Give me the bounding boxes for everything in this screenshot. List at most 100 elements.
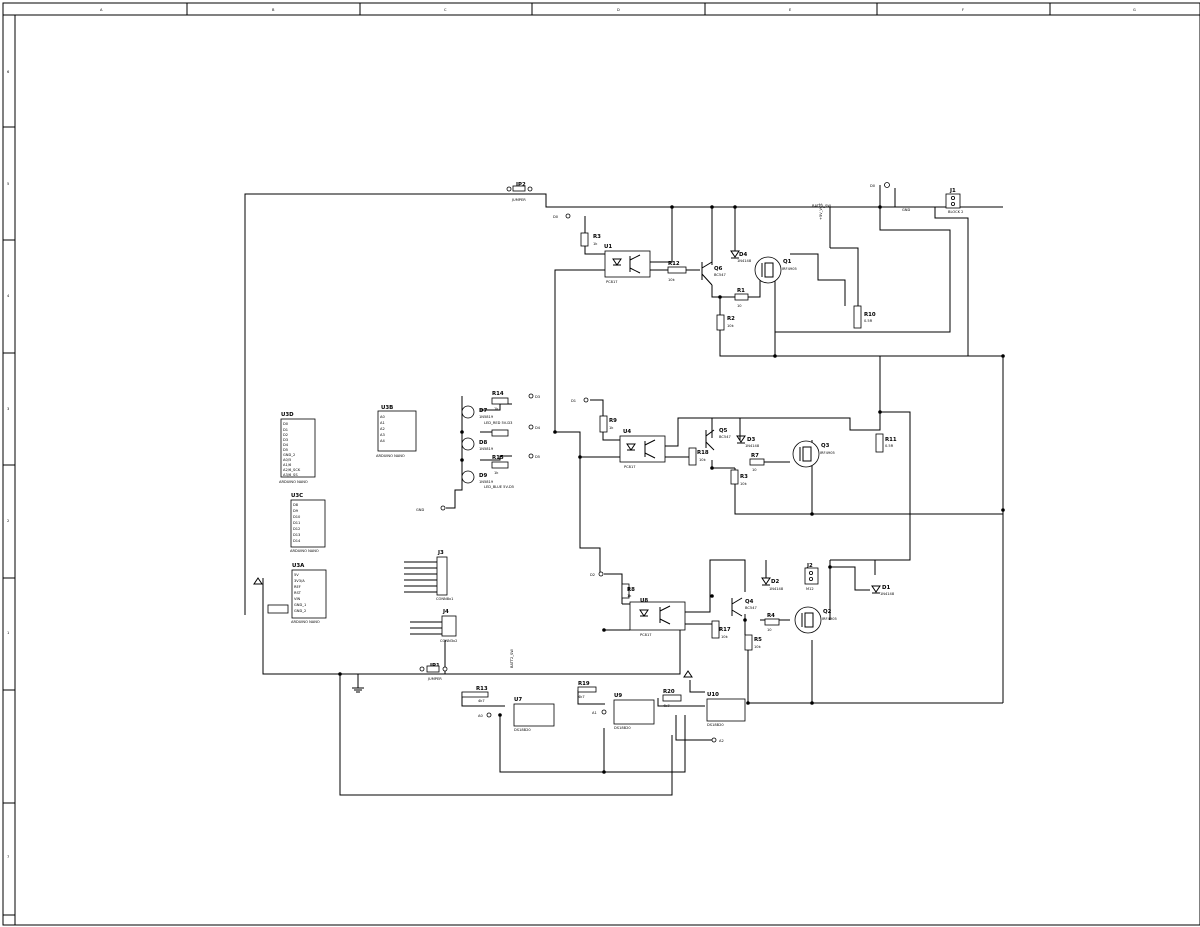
r20-value: 4k7 <box>663 704 670 708</box>
gnd-net-led: GND <box>416 508 424 512</box>
ch1-pull-val: 10k <box>727 324 735 328</box>
ch1-diode: D4 <box>739 252 747 258</box>
u3d-pin-4: D3 <box>283 438 288 442</box>
u3c-pin-7: D14 <box>293 539 301 543</box>
ch2-pull-val: 10k <box>740 482 748 486</box>
ch3-pull-res: R5 <box>754 637 762 643</box>
mcu-u3a: U3A ARDUINO NANO 5V 3V3/A REF RST VIN GN… <box>267 563 327 624</box>
u3b-pin-2: A1 <box>380 421 385 425</box>
ch1-gate-res: R1 <box>737 288 745 294</box>
mcu-u3b: U3B ARDUINO NANO A0 A1 A2 A3 A4 <box>376 405 417 458</box>
ch3-pull-val: 10k <box>754 645 762 649</box>
u3c-pin-3: D10 <box>293 515 301 519</box>
u3c-pin-1: D8 <box>293 503 299 507</box>
ch1-load-res: R10 <box>864 312 876 318</box>
ch2-mosfet: Q3 <box>821 443 830 449</box>
ch1-diode-val: 1N4148 <box>737 259 752 263</box>
ch3-gate-res: R4 <box>767 613 775 619</box>
u3d-ref: U3D <box>281 412 294 418</box>
frame-col-e: E <box>789 8 792 12</box>
ch3-opto-val: PC817 <box>640 633 652 637</box>
mcu-u3d: U3D ARDUINO NANO D0 D1 D2 D3 D4 D5 GND_2… <box>279 412 316 484</box>
j1-ref: J1 <box>949 188 956 194</box>
ch1-pull-res: R2 <box>727 316 735 322</box>
ch2-diode-val: 1N4148 <box>745 444 760 448</box>
frame-row-2: 5 <box>7 182 9 186</box>
u3a-pin-2: 3V3/A <box>294 579 305 583</box>
ch2-in-val: 1k <box>609 426 614 430</box>
r20-ref: R20 <box>663 689 675 695</box>
u3c-pin-2: D9 <box>293 509 299 513</box>
u3d-pin-9: A1/6 <box>283 463 292 467</box>
ch3-in-val: 1k <box>627 594 632 598</box>
gnd-net-top: GND <box>902 208 910 212</box>
r14-value: 1k <box>494 407 499 411</box>
u3b-ref: U3B <box>381 405 393 411</box>
frame-col-g: G <box>1133 8 1136 12</box>
frame-col-a: A <box>100 8 103 12</box>
frame-col-b: B <box>272 8 275 12</box>
ch2-node: D1 <box>571 399 576 403</box>
led-d9-value: 1N5819 <box>479 480 494 484</box>
jp2-ref: JP2 <box>515 182 526 188</box>
channel-2: D1 R9 1k U4 PC817 R18 10k Q5 BC547 D3 1N… <box>571 397 897 486</box>
u3a-value: ARDUINO NANO <box>291 620 320 624</box>
test-point-icon <box>884 182 890 188</box>
u3b-pin-1: A0 <box>380 415 385 419</box>
u3d-pin-3: D2 <box>283 433 288 437</box>
ch3-diode: D2 <box>771 579 779 585</box>
u3c-value: ARDUINO NANO <box>290 549 319 553</box>
r15-value: 1k <box>494 471 499 475</box>
j3-ref: J3 <box>437 550 444 556</box>
ch2-base-val: 10k <box>699 458 707 462</box>
ground-icon <box>352 687 364 693</box>
ch2-diode: D3 <box>747 437 755 443</box>
ch2-mosfet-val: IRF4905 <box>820 451 835 455</box>
jp1-value: JUMPER <box>427 677 442 681</box>
sw-b-label: BATT2_SW <box>510 649 514 668</box>
connector-j4: J4 CONN3x2 <box>410 609 457 643</box>
u3a-pin-1: 5V <box>294 573 299 577</box>
j4-ref: J4 <box>442 609 449 615</box>
connector-j3: J3 CONN8x1 <box>404 550 453 601</box>
frame-row-7: 7 <box>7 855 9 859</box>
r13-value: 4k7 <box>478 699 485 703</box>
u3a-pin-6: GND_1 <box>294 603 306 607</box>
d1-value: 1N4148 <box>880 592 895 596</box>
u3a-pin-7: GND_2 <box>294 609 306 613</box>
frame-row-4: 3 <box>7 407 9 411</box>
ch3-mosfet: Q2 <box>823 609 832 615</box>
ch1-node: D0 <box>553 215 559 219</box>
ch1-mosfet-val: IRF4905 <box>782 267 797 271</box>
ch1-in-res: R3 <box>593 234 601 240</box>
d1-ref: D1 <box>882 585 890 591</box>
sensor-u10: U10 DS18B20 R20 4k7 A2 <box>662 689 746 743</box>
u3d-pin-11: A3/6_SS <box>283 473 298 477</box>
ch3-mosfet-val: IRF4905 <box>822 617 837 621</box>
sensor-u7: U7 DS18B20 R13 4k7 A0 <box>461 686 555 732</box>
ch1-load-val: 0.5R <box>864 319 873 323</box>
channel-1: D0 R3 1k U1 PC817 R12 10k Q6 BC547 D4 1N… <box>553 213 876 331</box>
u7-ref: U7 <box>514 697 522 703</box>
frame-row-6: 1 <box>7 631 9 635</box>
j2-value: M12 <box>806 587 814 591</box>
frame-col-d: D <box>617 8 620 12</box>
u3c-ref: U3C <box>291 493 303 499</box>
ch1-base-res: R12 <box>668 261 680 267</box>
j2-ref: J2 <box>806 563 813 569</box>
u3d-pin-6: D5 <box>283 448 288 452</box>
ch1-base-val: 10k <box>668 278 676 282</box>
u3c-pin-4: D11 <box>293 521 300 525</box>
ch1-in-val: 1k <box>593 242 598 246</box>
ch2-bjt-val: BC547 <box>719 435 731 439</box>
frame-row-1: 6 <box>7 70 10 74</box>
ch3-opto: U8 <box>640 598 648 604</box>
ch3-bjt: Q4 <box>745 599 754 605</box>
frame-row-5: 2 <box>7 519 9 523</box>
u3d-pin-8: A0/5 <box>283 458 291 462</box>
led-d7-ref: D7 <box>479 408 487 414</box>
u3b-pin-3: A2 <box>380 427 385 431</box>
frame-row-3: 4 <box>7 294 10 298</box>
